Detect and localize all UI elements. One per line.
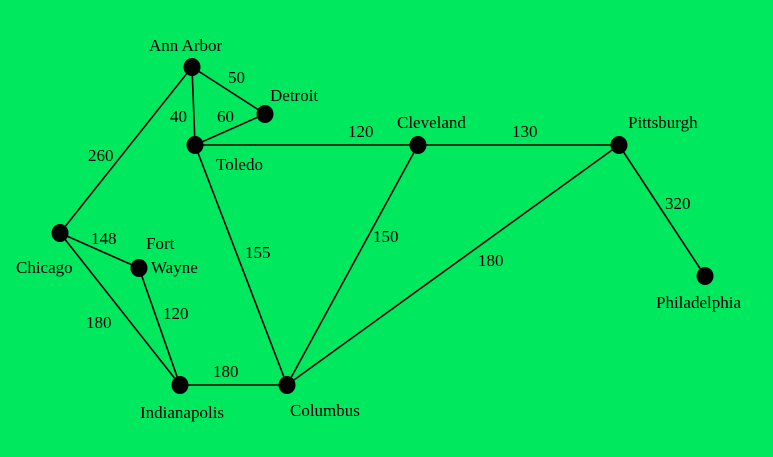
edge-ann-arbor-chicago <box>59 66 193 234</box>
node-pittsburgh <box>610 136 628 154</box>
node-cleveland <box>409 136 427 154</box>
label-pittsburgh: Pittsburgh <box>628 113 698 132</box>
weight-pittsburgh-philadelphia: 320 <box>665 194 691 213</box>
weight-toledo-columbus: 155 <box>245 243 271 262</box>
label-columbus: Columbus <box>290 401 360 420</box>
edge-chicago-indianapolis <box>59 232 181 386</box>
weight-ann-arbor-chicago: 260 <box>88 146 114 165</box>
node-fort-wayne <box>130 259 148 277</box>
label-ann-arbor: Ann Arbor <box>149 36 223 55</box>
edge-pittsburgh-philadelphia <box>618 144 706 277</box>
edge-detroit-toledo <box>194 113 266 146</box>
edge-cleveland-columbus <box>286 144 419 386</box>
edge-pittsburgh-columbus <box>286 144 620 386</box>
edge-ann-arbor-detroit <box>191 66 266 115</box>
weight-cleveland-columbus: 150 <box>373 227 399 246</box>
label-detroit: Detroit <box>270 86 318 105</box>
weight-chicago-fort-wayne: 148 <box>91 229 117 248</box>
weight-chicago-indianapolis: 180 <box>86 313 112 332</box>
label-indianapolis: Indianapolis <box>140 403 224 422</box>
node-philadelphia <box>696 267 714 285</box>
weight-ann-arbor-detroit: 50 <box>228 68 245 87</box>
weight-cleveland-pittsburgh: 130 <box>512 122 538 141</box>
nodes <box>51 58 714 394</box>
edge-weight-labels: 50 40 60 260 120 130 320 148 180 120 155… <box>86 68 691 381</box>
weight-pittsburgh-columbus: 180 <box>478 251 504 270</box>
weight-fort-wayne-indianapolis: 120 <box>163 304 189 323</box>
label-cleveland: Cleveland <box>397 113 466 132</box>
weight-toledo-cleveland: 120 <box>348 122 374 141</box>
city-labels: Ann Arbor Detroit Toledo Cleveland Pitts… <box>16 36 741 422</box>
node-indianapolis <box>171 376 189 394</box>
edges <box>59 66 706 386</box>
weight-ann-arbor-toledo: 40 <box>170 107 187 126</box>
weight-indianapolis-columbus: 180 <box>213 362 239 381</box>
label-fort-wayne-line2: Wayne <box>151 258 198 277</box>
label-fort-wayne-line1: Fort <box>146 234 175 253</box>
node-detroit <box>256 105 274 123</box>
node-chicago <box>51 224 69 242</box>
node-ann-arbor <box>183 58 201 76</box>
node-toledo <box>186 136 204 154</box>
node-columbus <box>278 376 296 394</box>
edge-toledo-columbus <box>194 144 288 386</box>
edge-fort-wayne-indianapolis <box>138 267 181 386</box>
label-toledo: Toledo <box>216 155 263 174</box>
label-philadelphia: Philadelphia <box>656 293 741 312</box>
weight-detroit-toledo: 60 <box>217 107 234 126</box>
edge-ann-arbor-toledo <box>191 66 196 146</box>
edge-chicago-fort-wayne <box>59 232 140 269</box>
label-chicago: Chicago <box>16 258 73 277</box>
